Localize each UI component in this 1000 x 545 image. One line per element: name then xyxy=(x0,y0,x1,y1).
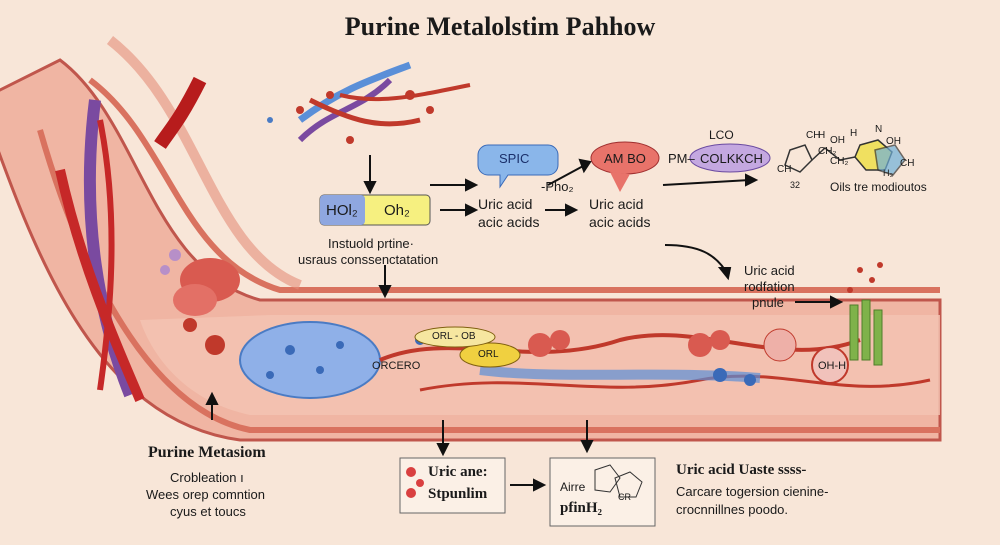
mol-label: CH₂ xyxy=(818,146,837,157)
mol-label: CH xyxy=(777,164,792,175)
mol-label: N xyxy=(875,124,883,135)
box-mid-line1: Airre xyxy=(560,480,586,494)
orl-tag-2: ORL xyxy=(478,349,499,360)
purine-metasiom-line3: cyus et toucs xyxy=(170,504,246,519)
mol-label: H xyxy=(818,130,826,141)
pm-label: PM– xyxy=(668,151,695,166)
uric-right-line2: crocnnillnes poodo. xyxy=(676,502,789,517)
mol-label: 32 xyxy=(790,180,801,190)
uric-oxidation-line1: Uric acid xyxy=(744,263,795,278)
crystal-cluster xyxy=(239,321,381,399)
box-mid-line2: pfinH₂ xyxy=(560,500,603,516)
ambo-label: AM BO xyxy=(604,151,646,166)
oh-h-label: OH-H xyxy=(818,360,847,372)
uric-acid-1-line2: acic acids xyxy=(478,214,540,230)
box-mid-tag: CR xyxy=(618,492,631,502)
page-title: Purine Metalolstim Pahhow xyxy=(344,12,656,41)
box-left-line2: Stpunlim xyxy=(428,486,488,502)
orl-tag-1: ORL - OB xyxy=(432,331,476,342)
uric-oxidation-line3: pnule xyxy=(752,295,784,310)
mol-label: CH₂ xyxy=(830,156,849,167)
uric-right-line1: Carcare togersion cienine- xyxy=(676,484,829,499)
mol-label: H xyxy=(850,128,858,139)
spic-label: SPIC xyxy=(499,151,530,166)
oils-label: Oils tre modioutos xyxy=(830,180,927,194)
mol-label: CH xyxy=(806,130,821,141)
box-left-line1: Uric ane: xyxy=(428,464,488,480)
purine-metasiom-line2: Wees orep comntion xyxy=(146,487,265,502)
pho-label: -Pho₂ xyxy=(541,179,574,194)
mol-label: H₃ xyxy=(883,168,894,178)
mol-label: CH xyxy=(900,158,915,169)
uric-acid-1-line1: Uric acid xyxy=(478,196,533,212)
mol-label: OH xyxy=(886,136,901,147)
uric-acid-2-line1: Uric acid xyxy=(589,196,644,212)
uric-right-title: Uric acid Uaste ssss- xyxy=(676,462,807,478)
orcero-label: ORCERO xyxy=(372,360,421,372)
col-label: COLKKCH xyxy=(700,151,763,166)
uric-acid-2-line2: acic acids xyxy=(589,214,651,230)
purine-metasiom-title: Purine Metasiom xyxy=(148,444,266,461)
uric-oxidation-line2: rodfation xyxy=(744,279,795,294)
instuold-line1: Instuold prtine· xyxy=(328,236,414,251)
mol-label: OH xyxy=(830,135,845,146)
hol-label: HOl₂ xyxy=(326,202,358,219)
purine-metasiom-line1: Crobleation ı xyxy=(170,470,244,485)
lco-label: LCO xyxy=(709,128,734,142)
instuold-line2: usraus conssenctatation xyxy=(298,252,439,267)
oh-label: Oh₂ xyxy=(384,202,410,219)
